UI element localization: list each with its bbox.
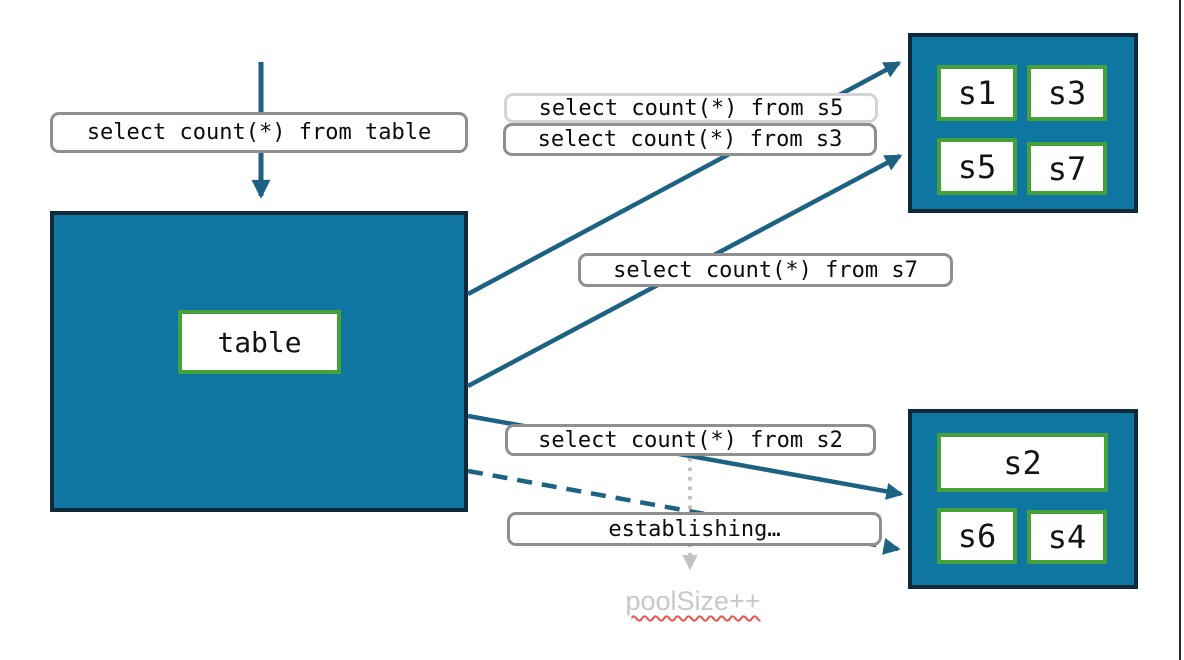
shard-s2: s2 xyxy=(937,433,1108,492)
poolsize-note-text: poolSize++ xyxy=(625,586,761,616)
query-label-s3-text: select count(*) from s3 xyxy=(537,127,843,152)
query-label-table-text: select count(*) from table xyxy=(86,120,432,145)
query-label-s7: select count(*) from s7 xyxy=(578,253,953,287)
slide-edge-line xyxy=(1179,0,1181,660)
shard-s3: s3 xyxy=(1027,65,1107,121)
query-label-s5: select count(*) from s5 xyxy=(504,93,878,123)
query-label-s5-text: select count(*) from s5 xyxy=(538,95,844,121)
shard-s5-label: s5 xyxy=(957,147,997,186)
table-node: table xyxy=(50,211,468,512)
shard-s1: s1 xyxy=(937,65,1017,121)
shard-s5: s5 xyxy=(937,138,1017,195)
table-label-box: table xyxy=(178,310,341,374)
query-label-s7-text: select count(*) from s7 xyxy=(613,257,918,283)
shard-s6-label: s6 xyxy=(957,517,997,555)
query-label-s2: select count(*) from s2 xyxy=(505,424,876,456)
shard-group-top: s1 s3 s5 s7 xyxy=(908,33,1138,213)
shard-s3-label: s3 xyxy=(1047,74,1087,112)
shard-group-bottom: s2 s6 s4 xyxy=(908,409,1138,589)
shard-s2-label: s2 xyxy=(1003,443,1042,482)
establishing-label-text: establishing… xyxy=(608,516,781,542)
shard-s6: s6 xyxy=(937,508,1017,564)
establishing-label: establishing… xyxy=(507,512,882,546)
shard-s1-label: s1 xyxy=(957,74,997,112)
poolsize-note: poolSize++ xyxy=(563,586,823,617)
shard-s7-label: s7 xyxy=(1047,149,1087,188)
query-label-table: select count(*) from table xyxy=(50,112,468,153)
table-label: table xyxy=(217,325,302,359)
query-label-s2-text: select count(*) from s2 xyxy=(538,427,843,453)
query-label-s3: select count(*) from s3 xyxy=(503,123,877,156)
shard-s4: s4 xyxy=(1027,510,1107,564)
shard-s7: s7 xyxy=(1027,142,1107,195)
shard-s4-label: s4 xyxy=(1047,518,1087,556)
